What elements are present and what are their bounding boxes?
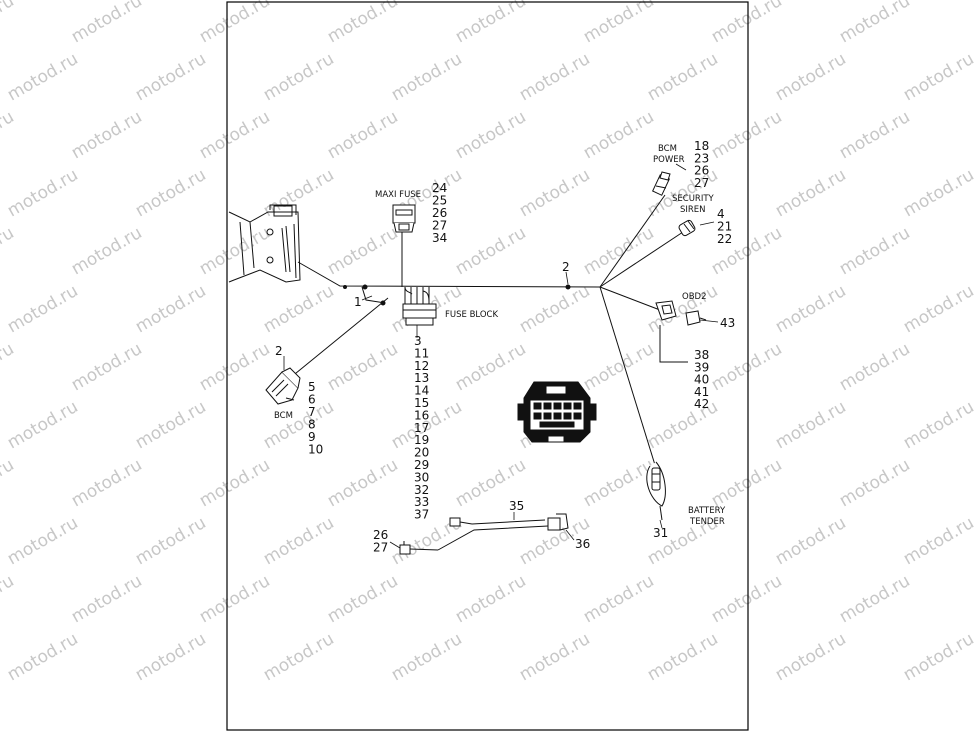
label-bcm: BCM <box>274 411 293 421</box>
callout-right-plug: 36 <box>575 537 590 551</box>
callout-number: 37 <box>414 508 429 522</box>
callout-number: 29 <box>414 458 429 472</box>
obd2-cap <box>685 310 707 326</box>
callout-number: 26 <box>694 164 709 178</box>
callout-number: 15 <box>414 396 429 410</box>
label-bcm-power-line2: POWER <box>653 155 685 165</box>
callout-number: 21 <box>717 220 732 234</box>
pigtail-assembly <box>399 513 569 555</box>
callout-pigtail: 35 <box>509 499 524 513</box>
callout-number: 27 <box>432 219 447 233</box>
callout-number: 19 <box>414 433 429 447</box>
callout-number: 40 <box>694 373 709 387</box>
callout-number: 41 <box>694 385 709 399</box>
security-siren-connector <box>678 219 696 237</box>
frame-bracket-illustration <box>228 204 301 283</box>
callout-number: 27 <box>373 541 388 555</box>
label-obd2: OBD2 <box>682 292 706 302</box>
battery-tender-lead <box>646 461 666 521</box>
callout-number: 14 <box>414 384 429 398</box>
fuse-block-connector <box>402 303 437 326</box>
callout-number: 18 <box>694 139 709 153</box>
label-security-siren-line1: SECURITY <box>672 194 715 204</box>
main-harness <box>289 194 688 466</box>
maxi-fuse-connector <box>392 204 416 233</box>
callout-number: 22 <box>717 232 732 246</box>
callout-number: 16 <box>414 408 429 422</box>
callout-number: 4 <box>717 207 725 221</box>
callout-number: 23 <box>694 151 709 165</box>
leader-lines <box>283 163 719 549</box>
callout-number: 26 <box>432 206 447 220</box>
bcm-power-connector <box>652 171 671 196</box>
callout-number: 6 <box>308 393 316 407</box>
callout-number: 7 <box>308 405 316 419</box>
callout-number: 8 <box>308 418 316 432</box>
callout-number: 38 <box>694 348 709 362</box>
callout-number: 25 <box>432 194 447 208</box>
callout-number: 42 <box>694 397 709 411</box>
label-battery-tender-line2: TENDER <box>689 517 725 527</box>
callout-number: 10 <box>308 443 323 457</box>
page-frame <box>226 1 749 731</box>
callout-number: 27 <box>694 176 709 190</box>
callout-number: 26 <box>373 528 388 542</box>
callout-bcm-connector: 2 <box>275 344 283 358</box>
callout-harness-branch: 2 <box>562 260 570 274</box>
obd2-connector <box>655 300 677 321</box>
label-bcm-power-line1: BCM <box>658 144 677 154</box>
callout-number: 13 <box>414 371 429 385</box>
callout-number: 5 <box>308 380 316 394</box>
callout-number: 30 <box>414 470 429 484</box>
callout-number: 32 <box>414 483 429 497</box>
callout-number: 39 <box>694 360 709 374</box>
label-fuse-block: FUSE BLOCK <box>445 310 498 320</box>
callout-number: 3 <box>414 334 422 348</box>
label-battery-tender-line1: BATTERY <box>688 506 726 516</box>
callout-number: 20 <box>414 446 429 460</box>
callout-obd2-cap: 43 <box>720 316 735 330</box>
callout-number: 34 <box>432 231 447 245</box>
callout-number: 12 <box>414 359 429 373</box>
callout-number: 11 <box>414 346 429 360</box>
bcm-connector <box>265 367 301 405</box>
callout-number: 9 <box>308 430 316 444</box>
callout-battery-tender: 31 <box>653 526 668 540</box>
callout-number: 24 <box>432 181 447 195</box>
callout-number: 33 <box>414 495 429 509</box>
label-maxi-fuse: MAXI FUSE <box>375 190 421 200</box>
callout-number: 17 <box>414 421 429 435</box>
label-security-siren-line2: SIREN <box>680 205 706 215</box>
fuse-block-detail <box>517 381 597 443</box>
callout-harness-main: 1 <box>354 295 362 309</box>
